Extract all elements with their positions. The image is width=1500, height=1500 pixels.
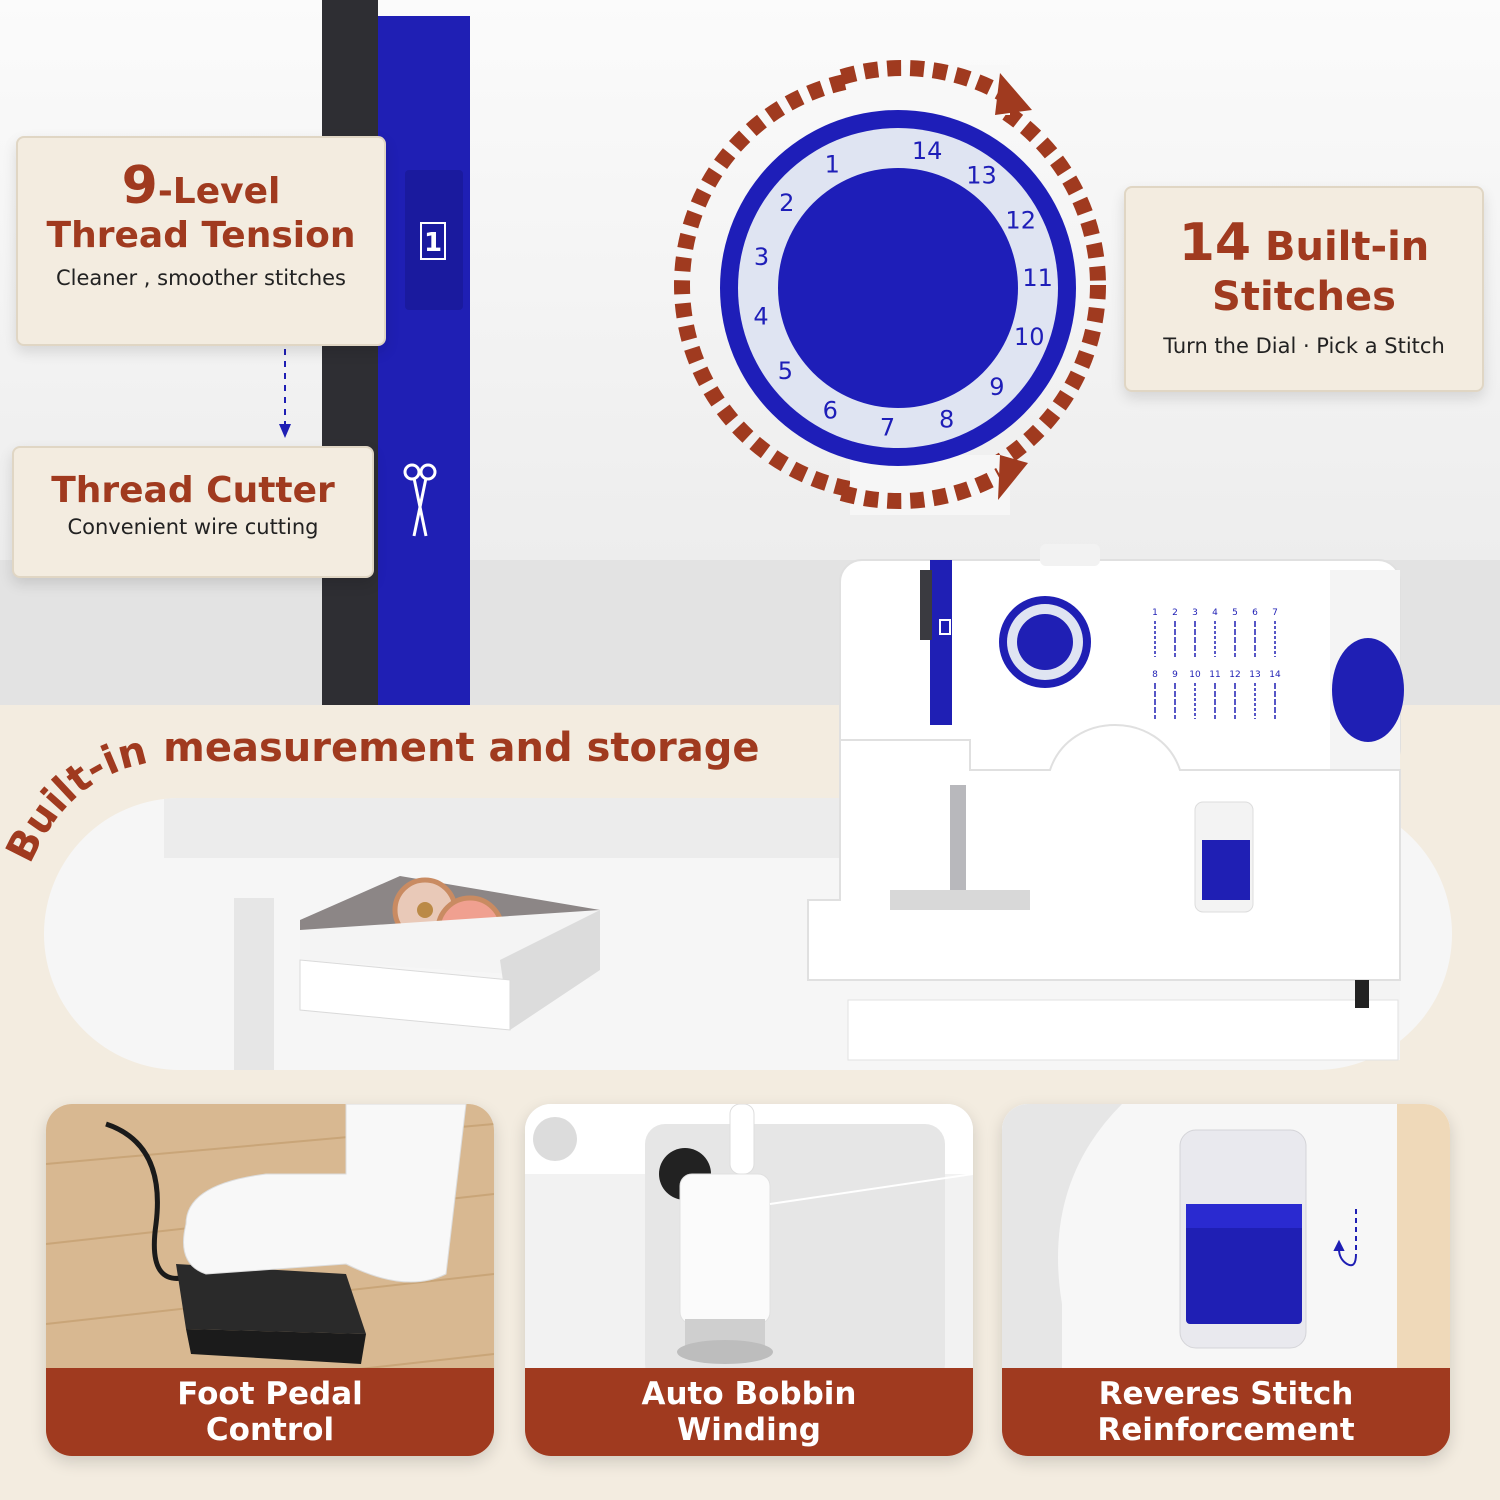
stitch-panel-number: 3 — [1192, 608, 1198, 618]
tension-callout: 9-Level Thread Tension Cleaner , smoothe… — [16, 136, 386, 346]
stitches-title-suffix: Built-in — [1251, 224, 1430, 270]
feature-card-reverse-stitch: Reveres Stitch Reinforcement — [1002, 1104, 1450, 1456]
stitches-title: 14 Built-in Stitches — [1126, 217, 1482, 322]
dial-number: 4 — [753, 303, 768, 331]
tension-level-display: 1 — [420, 222, 446, 260]
tension-title-line2: Thread Tension — [46, 215, 356, 256]
stitch-panel-number: 9 — [1172, 670, 1178, 680]
feature-1-line2: Control — [205, 1412, 335, 1448]
dial-number: 1 — [825, 150, 840, 178]
stitch-panel-number: 4 — [1212, 608, 1218, 618]
dial-number: 6 — [823, 397, 838, 425]
stitches-callout: 14 Built-in Stitches Turn the Dial · Pic… — [1124, 186, 1484, 392]
stitches-subtitle: Turn the Dial · Pick a Stitch — [1163, 334, 1445, 358]
table-leg — [234, 898, 274, 1070]
stitch-panel-number: 6 — [1252, 608, 1258, 618]
stitch-panel-number: 12 — [1229, 670, 1240, 680]
feature-3-line1: Reveres Stitch — [1098, 1376, 1354, 1412]
dial-number: 5 — [778, 357, 793, 385]
bobbin-banner: Auto Bobbin Winding — [525, 1368, 973, 1456]
stitches-number: 14 — [1178, 213, 1252, 273]
stitch-panel-number: 8 — [1152, 670, 1158, 680]
feature-card-foot-pedal: Foot Pedal Control — [46, 1104, 494, 1456]
foot-pedal-banner: Foot Pedal Control — [46, 1368, 494, 1456]
dial-number: 10 — [1014, 323, 1045, 351]
stitch-panel-number: 1 — [1152, 608, 1158, 618]
dial-number: 14 — [912, 137, 943, 165]
dial-number: 13 — [966, 162, 997, 190]
machine-blue-panel — [378, 16, 470, 705]
dial-number: 7 — [880, 414, 895, 442]
dial-number: 3 — [754, 243, 769, 271]
machine-side-dark — [322, 0, 378, 705]
cutter-callout: Thread Cutter Convenient wire cutting — [12, 446, 374, 578]
dial-number: 8 — [939, 405, 954, 433]
tension-number: 9 — [121, 156, 158, 216]
feature-2-line1: Auto Bobbin — [641, 1376, 857, 1412]
tension-title-suffix: -Level — [157, 171, 281, 212]
dial-number: 12 — [1005, 207, 1036, 235]
dial-number: 2 — [779, 189, 794, 217]
reverse-stitch-banner: Reveres Stitch Reinforcement — [1002, 1368, 1450, 1456]
feature-card-bobbin: Auto Bobbin Winding — [525, 1104, 973, 1456]
stitch-panel-number: 14 — [1269, 670, 1281, 680]
tension-subtitle: Cleaner , smoother stitches — [55, 266, 346, 290]
stitch-panel-number: 2 — [1172, 608, 1178, 618]
stitch-panel-number: 5 — [1232, 608, 1238, 618]
stitch-panel-number: 11 — [1209, 670, 1220, 680]
feature-3-line2: Reinforcement — [1097, 1412, 1355, 1448]
stitch-panel-number: 7 — [1272, 608, 1278, 618]
storage-heading-svg: Built-in measurement and storage — [0, 725, 760, 869]
cutter-subtitle: Convenient wire cutting — [67, 515, 319, 539]
tension-title: 9-Level Thread Tension — [18, 160, 384, 258]
storage-heading: Built-in measurement and storage — [0, 725, 760, 869]
scissors-icon — [403, 463, 437, 537]
stitch-panel-number: 13 — [1249, 670, 1260, 680]
storage-drawer[interactable] — [230, 860, 610, 1040]
feature-2-line2: Winding — [677, 1412, 821, 1448]
reverse-stitch-icon — [1333, 1209, 1357, 1267]
stitches-title-line2: Stitches — [1212, 274, 1396, 320]
tension-window — [405, 170, 463, 310]
stitch-panel-number: 10 — [1189, 670, 1201, 680]
feature-1-line1: Foot Pedal — [177, 1376, 363, 1412]
dial-number: 9 — [989, 373, 1004, 401]
dial-number: 11 — [1022, 264, 1053, 292]
storage-heading-text: Built-in measurement and storage — [0, 725, 760, 869]
cutter-title: Thread Cutter — [51, 470, 335, 511]
